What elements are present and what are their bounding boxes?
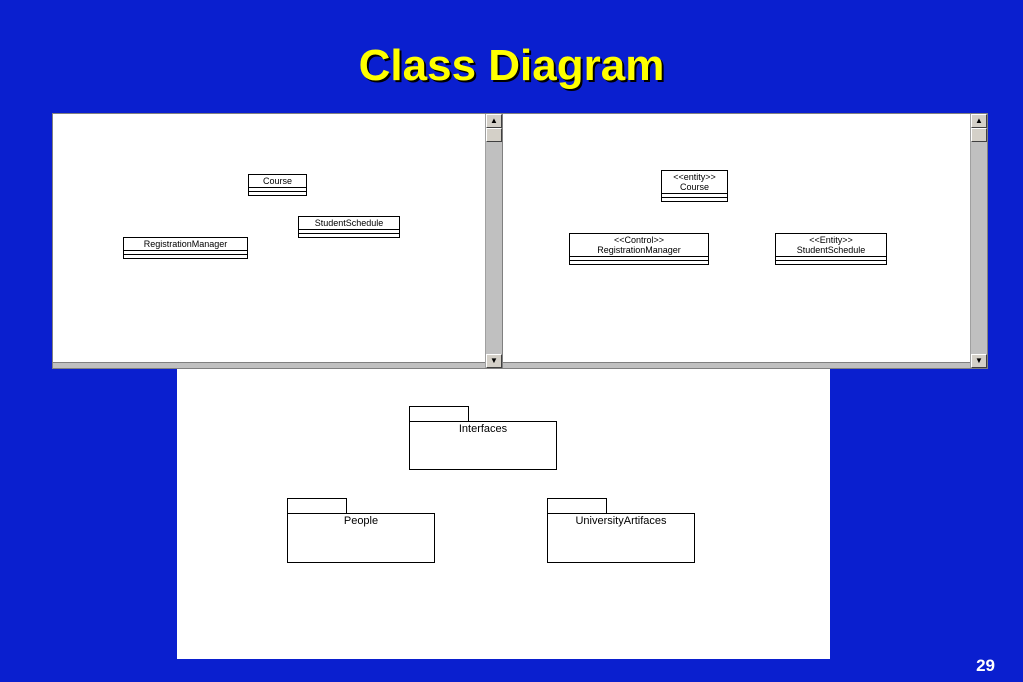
class-registration-manager[interactable]: RegistrationManager — [123, 237, 248, 259]
vertical-scrollbar[interactable]: ▲ ▼ — [485, 114, 502, 368]
package-label: UniversityArtifaces — [575, 515, 667, 527]
class-stereotype: <<Entity>> — [809, 235, 853, 245]
operations-compartment — [662, 197, 727, 201]
package-label: Interfaces — [458, 423, 508, 435]
package-people-tab — [287, 498, 347, 514]
scroll-thumb[interactable] — [486, 128, 502, 142]
class-course-entity[interactable]: <<entity>> Course — [661, 170, 728, 202]
class-name: StudentSchedule — [314, 218, 384, 228]
attributes-compartment — [776, 256, 886, 260]
scroll-up-arrow-icon[interactable]: ▲ — [486, 114, 502, 128]
slide-title: Class Diagram — [358, 41, 665, 90]
scroll-down-arrow-icon[interactable]: ▼ — [486, 354, 502, 368]
scroll-up-arrow-icon[interactable]: ▲ — [971, 114, 987, 128]
operations-compartment — [299, 233, 399, 237]
class-diagram-panel-plain: Course StudentSchedule RegistrationManag… — [52, 113, 503, 369]
package-people[interactable]: People — [287, 513, 435, 563]
package-interfaces-tab — [409, 406, 469, 422]
operations-compartment — [124, 254, 247, 258]
package-diagram-panel: Interfaces People UniversityArtifaces — [177, 369, 830, 659]
class-name: Course — [679, 182, 709, 192]
class-course[interactable]: Course — [248, 174, 307, 196]
scroll-down-arrow-icon[interactable]: ▼ — [971, 354, 987, 368]
class-name: RegistrationManager — [597, 245, 681, 255]
class-student-schedule-entity[interactable]: <<Entity>> StudentSchedule — [775, 233, 887, 265]
operations-compartment — [570, 260, 708, 264]
attributes-compartment — [249, 187, 306, 191]
package-label: People — [343, 515, 379, 527]
attributes-compartment — [662, 193, 727, 197]
attributes-compartment — [299, 229, 399, 233]
attributes-compartment — [570, 256, 708, 260]
class-student-schedule[interactable]: StudentSchedule — [298, 216, 400, 238]
class-registration-manager-control[interactable]: <<Control>> RegistrationManager — [569, 233, 709, 265]
vertical-scrollbar[interactable]: ▲ ▼ — [970, 114, 987, 368]
horizontal-scrollbar[interactable] — [53, 362, 485, 368]
class-name: Course — [262, 176, 292, 186]
operations-compartment — [776, 260, 886, 264]
scroll-thumb[interactable] — [971, 128, 987, 142]
package-university-artifacts-tab — [547, 498, 607, 514]
package-university-artifacts[interactable]: UniversityArtifaces — [547, 513, 695, 563]
operations-compartment — [249, 191, 306, 195]
package-interfaces[interactable]: Interfaces — [409, 421, 557, 470]
class-diagram-panel-stereotyped: <<entity>> Course <<Control>> Registrati… — [502, 113, 988, 369]
class-stereotype: <<Control>> — [613, 235, 665, 245]
class-name: RegistrationManager — [143, 239, 228, 249]
page-number: 29 — [976, 656, 995, 675]
attributes-compartment — [124, 250, 247, 254]
class-stereotype: <<entity>> — [673, 172, 716, 182]
class-name: StudentSchedule — [796, 245, 866, 255]
horizontal-scrollbar[interactable] — [503, 362, 970, 368]
